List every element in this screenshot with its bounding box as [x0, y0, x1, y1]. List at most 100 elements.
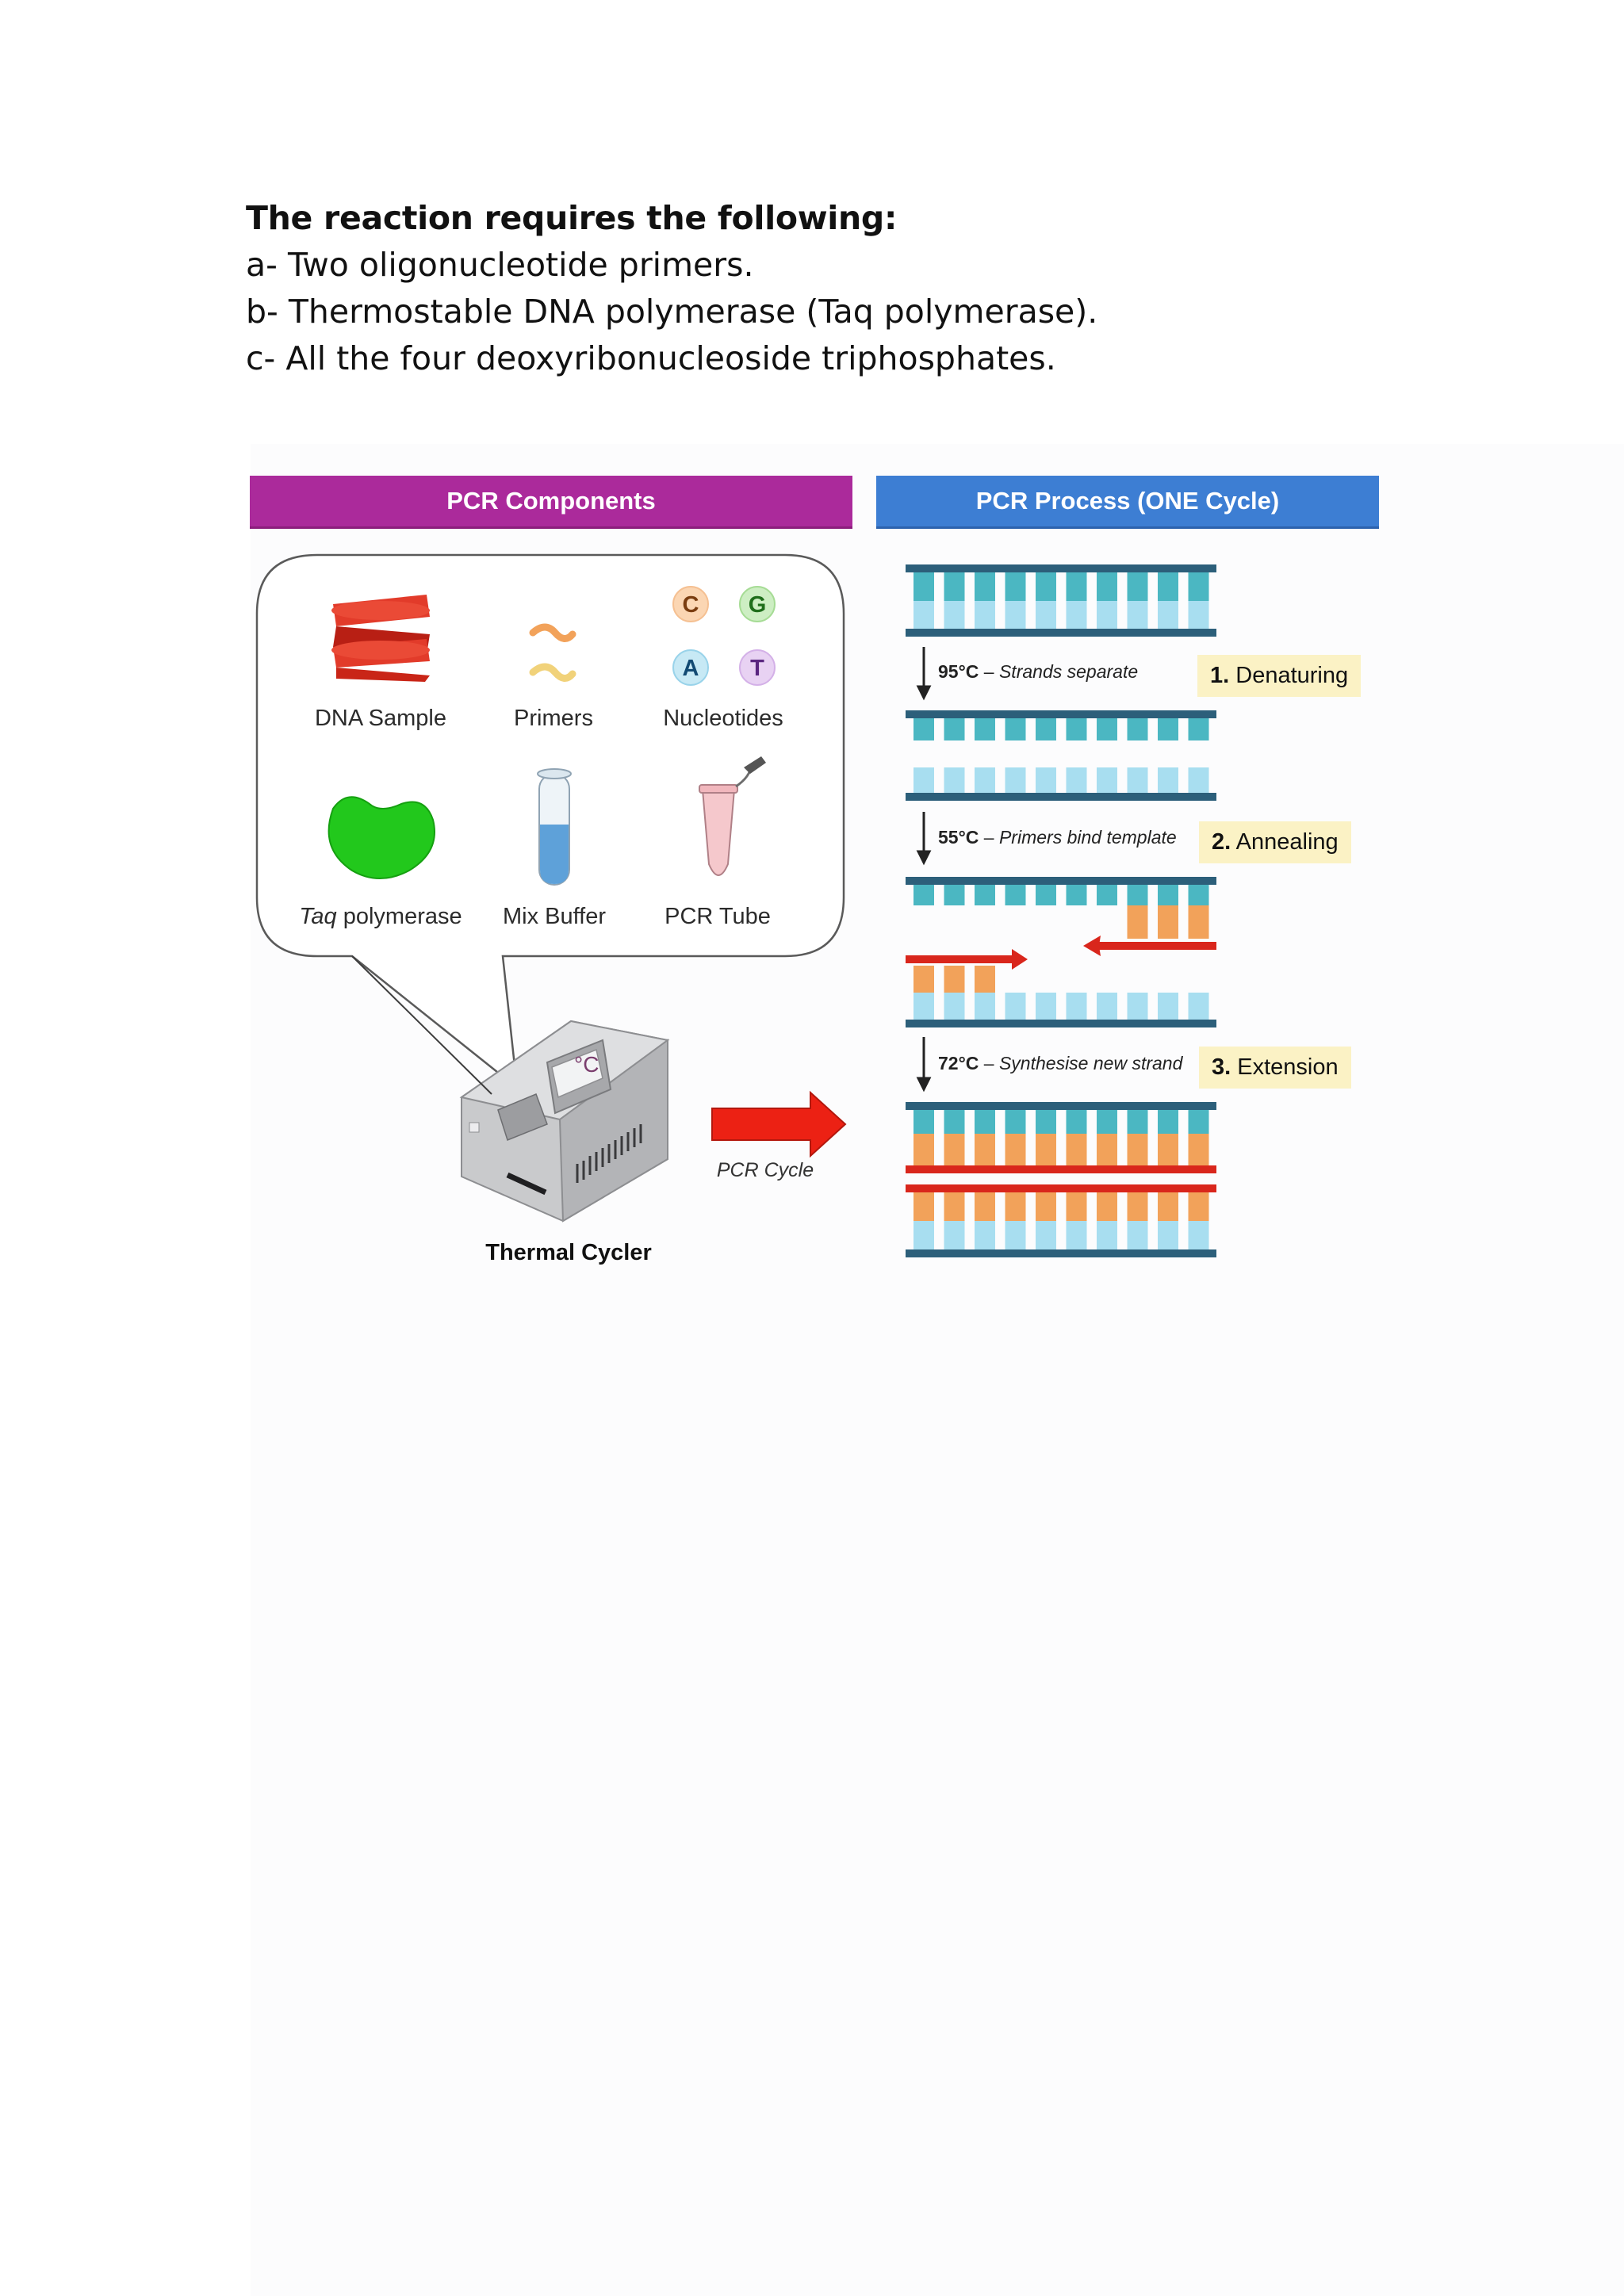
pcr-tube-icon: [699, 756, 766, 876]
step-temp-3: 72°C: [938, 1053, 979, 1073]
base-bar: [1188, 767, 1209, 793]
requirements-heading: The reaction requires the following:: [246, 199, 898, 237]
base-bar: [944, 993, 965, 1020]
base-bar: [1036, 993, 1056, 1020]
base-bar: [1188, 1221, 1209, 1249]
dna-strands-annealed: [906, 877, 1216, 1027]
base-bar: [975, 885, 995, 905]
base-bar: [1097, 718, 1117, 740]
primers-icon: [529, 623, 576, 682]
dna-strands-extended: [906, 1102, 1216, 1257]
base-bar: [1097, 1221, 1117, 1249]
base-bar: [975, 572, 995, 601]
step-tag-denaturing: 1. Denaturing: [1197, 655, 1362, 697]
base-bar: [1005, 1192, 1026, 1221]
dna-base-pairs: [914, 572, 1209, 1249]
base-bar: [1066, 1192, 1087, 1221]
base-bar: [1127, 905, 1148, 939]
requirement-item-c: c- All the four deoxyribonucleoside trip…: [246, 339, 1056, 377]
process-header: PCR Process (ONE Cycle): [876, 476, 1379, 529]
base-bar: [975, 718, 995, 740]
step-temp-1: 95°C: [938, 661, 979, 682]
base-bar: [1097, 1192, 1117, 1221]
base-bar: [1127, 993, 1148, 1020]
base-bar: [1127, 1110, 1148, 1134]
base-bar: [1127, 1221, 1148, 1249]
base-bar: [1127, 718, 1148, 740]
base-bar: [1005, 1134, 1026, 1165]
base-bar: [1188, 718, 1209, 740]
requirement-item-b: b- Thermostable DNA polymerase (Taq poly…: [246, 293, 1098, 331]
base-bar: [1005, 572, 1026, 601]
base-bar: [944, 767, 965, 793]
label-pcr-cycle: PCR Cycle: [716, 1159, 814, 1181]
base-bar: [1066, 1134, 1087, 1165]
nucleotide-c: C: [683, 592, 699, 618]
step-note-annealing: 55°C – Primers bind template: [938, 827, 1177, 848]
base-bar: [1188, 885, 1209, 905]
base-bar: [1036, 1221, 1056, 1249]
base-bar: [1158, 718, 1178, 740]
step-name-3: Extension: [1231, 1054, 1339, 1080]
base-bar: [914, 572, 934, 601]
base-bar: [944, 1110, 965, 1134]
base-bar: [1005, 601, 1026, 629]
step-num-3: 3.: [1212, 1054, 1231, 1080]
base-bar: [1097, 601, 1117, 629]
base-bar: [975, 966, 995, 993]
step-num-2: 2.: [1212, 829, 1231, 855]
base-bar: [975, 1221, 995, 1249]
base-bar: [1005, 718, 1026, 740]
label-nucleotides: Nucleotides: [663, 706, 783, 731]
base-bar: [914, 767, 934, 793]
step-desc-1: Strands separate: [998, 661, 1139, 682]
step-note-extension: 72°C – Synthesise new strand: [938, 1053, 1183, 1073]
base-bar: [1188, 993, 1209, 1020]
base-bar: [1005, 767, 1026, 793]
base-bar: [1066, 1110, 1087, 1134]
base-bar: [1188, 1192, 1209, 1221]
base-bar: [1097, 1134, 1117, 1165]
base-bar: [944, 1134, 965, 1165]
base-bar: [914, 1221, 934, 1249]
nucleotide-g: G: [749, 592, 767, 618]
base-bar: [1158, 1110, 1178, 1134]
base-bar: [1158, 572, 1178, 601]
base-bar: [1066, 885, 1087, 905]
base-bar: [914, 993, 934, 1020]
taq-polymerase-icon: [327, 796, 435, 879]
base-bar: [944, 718, 965, 740]
base-bar: [1066, 718, 1087, 740]
base-bar: [1036, 1134, 1056, 1165]
nucleotide-t: T: [750, 656, 764, 681]
label-mix-buffer: Mix Buffer: [502, 904, 607, 929]
base-bar: [1066, 1221, 1087, 1249]
step-name-2: Annealing: [1231, 829, 1339, 855]
base-bar: [1066, 601, 1087, 629]
base-bar: [1036, 572, 1056, 601]
base-bar: [1188, 601, 1209, 629]
base-bar: [1158, 1221, 1178, 1249]
base-bar: [1005, 1110, 1026, 1134]
base-bar: [1036, 1192, 1056, 1221]
base-bar: [914, 1192, 934, 1221]
mix-buffer-icon: [537, 768, 572, 886]
label-pcr-tube: PCR Tube: [665, 904, 771, 929]
base-bar: [1188, 1134, 1209, 1165]
step-name-1: Denaturing: [1229, 663, 1349, 688]
thermal-cycler-icon: °C: [459, 1020, 670, 1223]
base-bar: [1005, 1221, 1026, 1249]
base-bar: [1158, 1192, 1178, 1221]
components-header: PCR Components: [250, 476, 852, 529]
base-bar: [1066, 572, 1087, 601]
base-bar: [914, 718, 934, 740]
base-bar: [975, 1192, 995, 1221]
base-bar: [1005, 885, 1026, 905]
base-bar: [975, 601, 995, 629]
base-bar: [914, 966, 934, 993]
step-temp-2: 55°C: [938, 827, 979, 848]
base-bar: [944, 601, 965, 629]
base-bar: [975, 1110, 995, 1134]
step-tag-extension: 3. Extension: [1199, 1047, 1351, 1089]
